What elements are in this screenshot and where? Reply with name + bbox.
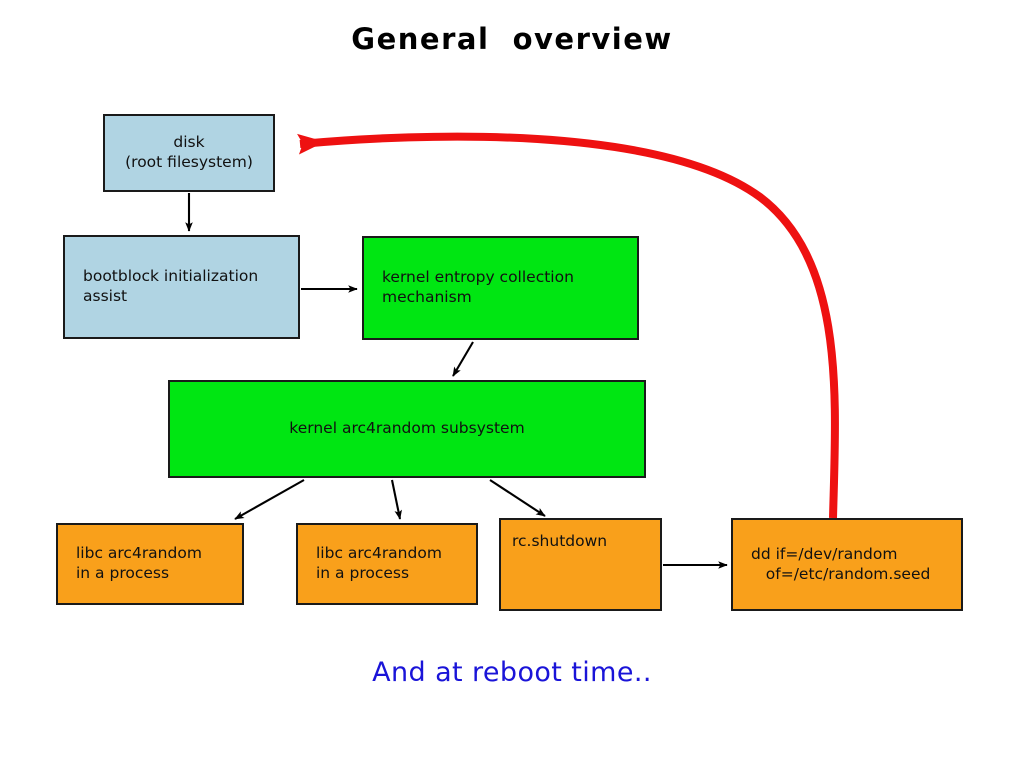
- node-libc-arc4random-process-2[interactable]: libc arc4random in a process: [296, 523, 478, 605]
- node-libc-arc4random-process-1[interactable]: libc arc4random in a process: [56, 523, 244, 605]
- edge-subsystem-to-libc2: [390, 479, 402, 520]
- reboot-note: And at reboot time..: [372, 657, 652, 688]
- node-libc1-label: libc arc4random in a process: [76, 544, 202, 582]
- node-dd-label: dd if=/dev/random of=/etc/random.seed: [751, 544, 931, 583]
- edge-subsystem-to-rcshutdown: [489, 479, 546, 517]
- node-subsystem-label: kernel arc4random subsystem: [289, 419, 525, 438]
- edge-subsystem-to-libc1: [234, 479, 305, 520]
- node-libc2-label: libc arc4random in a process: [316, 544, 442, 582]
- node-kernel-arc4random-subsystem[interactable]: kernel arc4random subsystem: [168, 380, 646, 478]
- node-rc-shutdown[interactable]: rc.shutdown: [499, 518, 662, 611]
- node-kernel-entropy-collection-mechanism[interactable]: kernel entropy collection mechanism: [362, 236, 639, 340]
- node-disk[interactable]: disk (root filesystem): [103, 114, 275, 192]
- node-entropy-label: kernel entropy collection mechanism: [382, 268, 574, 306]
- page-title: General overview: [351, 22, 673, 56]
- node-bootblock-label: bootblock initialization assist: [83, 267, 259, 305]
- node-bootblock-initialization-assist[interactable]: bootblock initialization assist: [63, 235, 300, 339]
- node-disk-label: disk (root filesystem): [125, 133, 253, 171]
- node-rcshutdown-label: rc.shutdown: [512, 532, 608, 550]
- edge-entropy-to-subsystem: [452, 341, 474, 377]
- node-dd-random-seed[interactable]: dd if=/dev/random of=/etc/random.seed: [731, 518, 963, 611]
